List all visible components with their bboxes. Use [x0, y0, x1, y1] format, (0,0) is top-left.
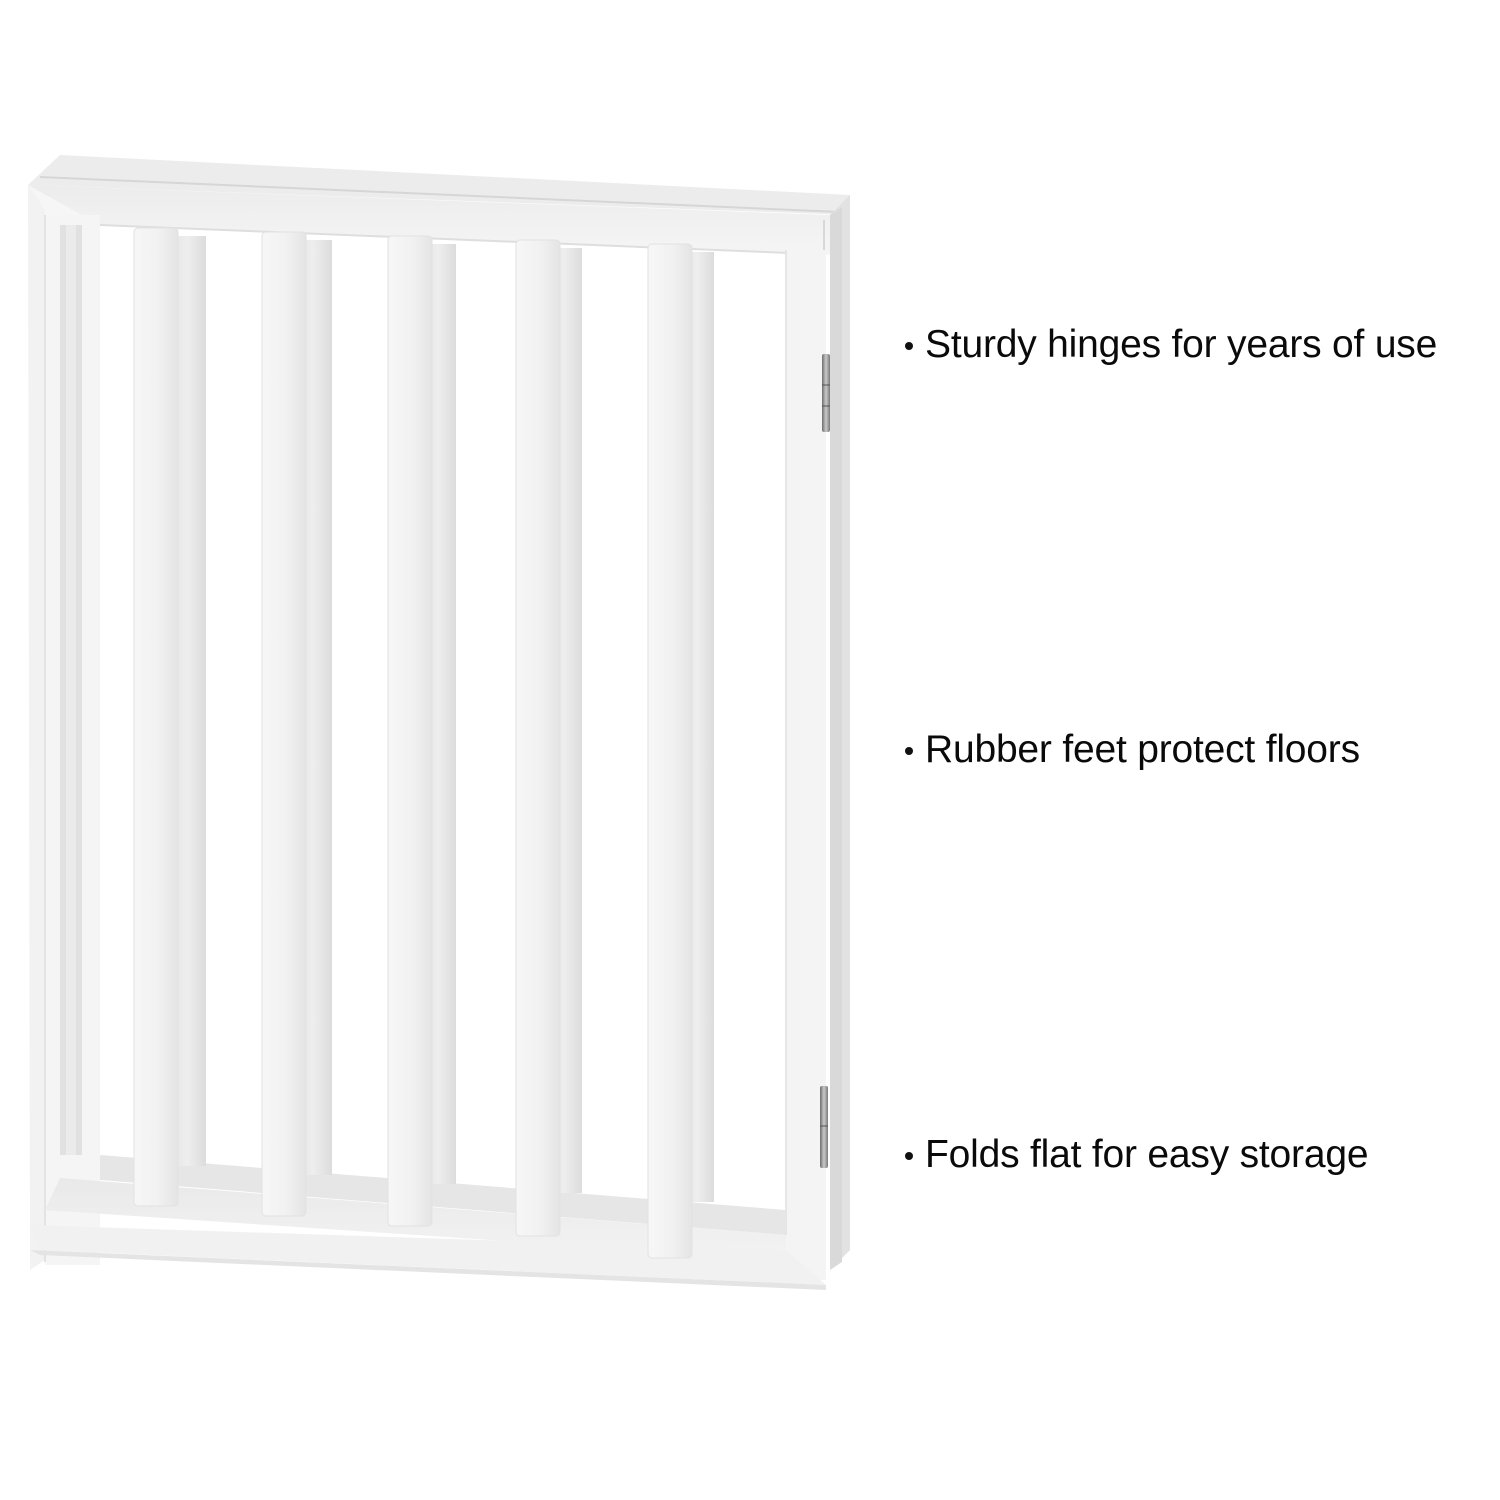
- feature-text: Sturdy hinges for years of use: [925, 323, 1438, 366]
- bullet-dot-icon: [905, 341, 913, 350]
- hinge-upper: [822, 354, 830, 432]
- feature-item-hinges: Sturdy hinges for years of use: [905, 325, 1437, 364]
- gate-slats: [133, 227, 714, 1259]
- feature-item-folds-flat: Folds flat for easy storage: [905, 1133, 1369, 1176]
- hinge-lower: [820, 1086, 828, 1168]
- feature-text: Rubber feet protect floors: [925, 728, 1360, 771]
- bullet-dot-icon: [905, 1151, 913, 1160]
- feature-item-rubber-feet: Rubber feet protect floors: [905, 730, 1360, 769]
- pet-gate-panel-image: [28, 155, 850, 1290]
- bullet-dot-icon: [905, 746, 913, 755]
- feature-text: Folds flat for easy storage: [925, 1133, 1369, 1176]
